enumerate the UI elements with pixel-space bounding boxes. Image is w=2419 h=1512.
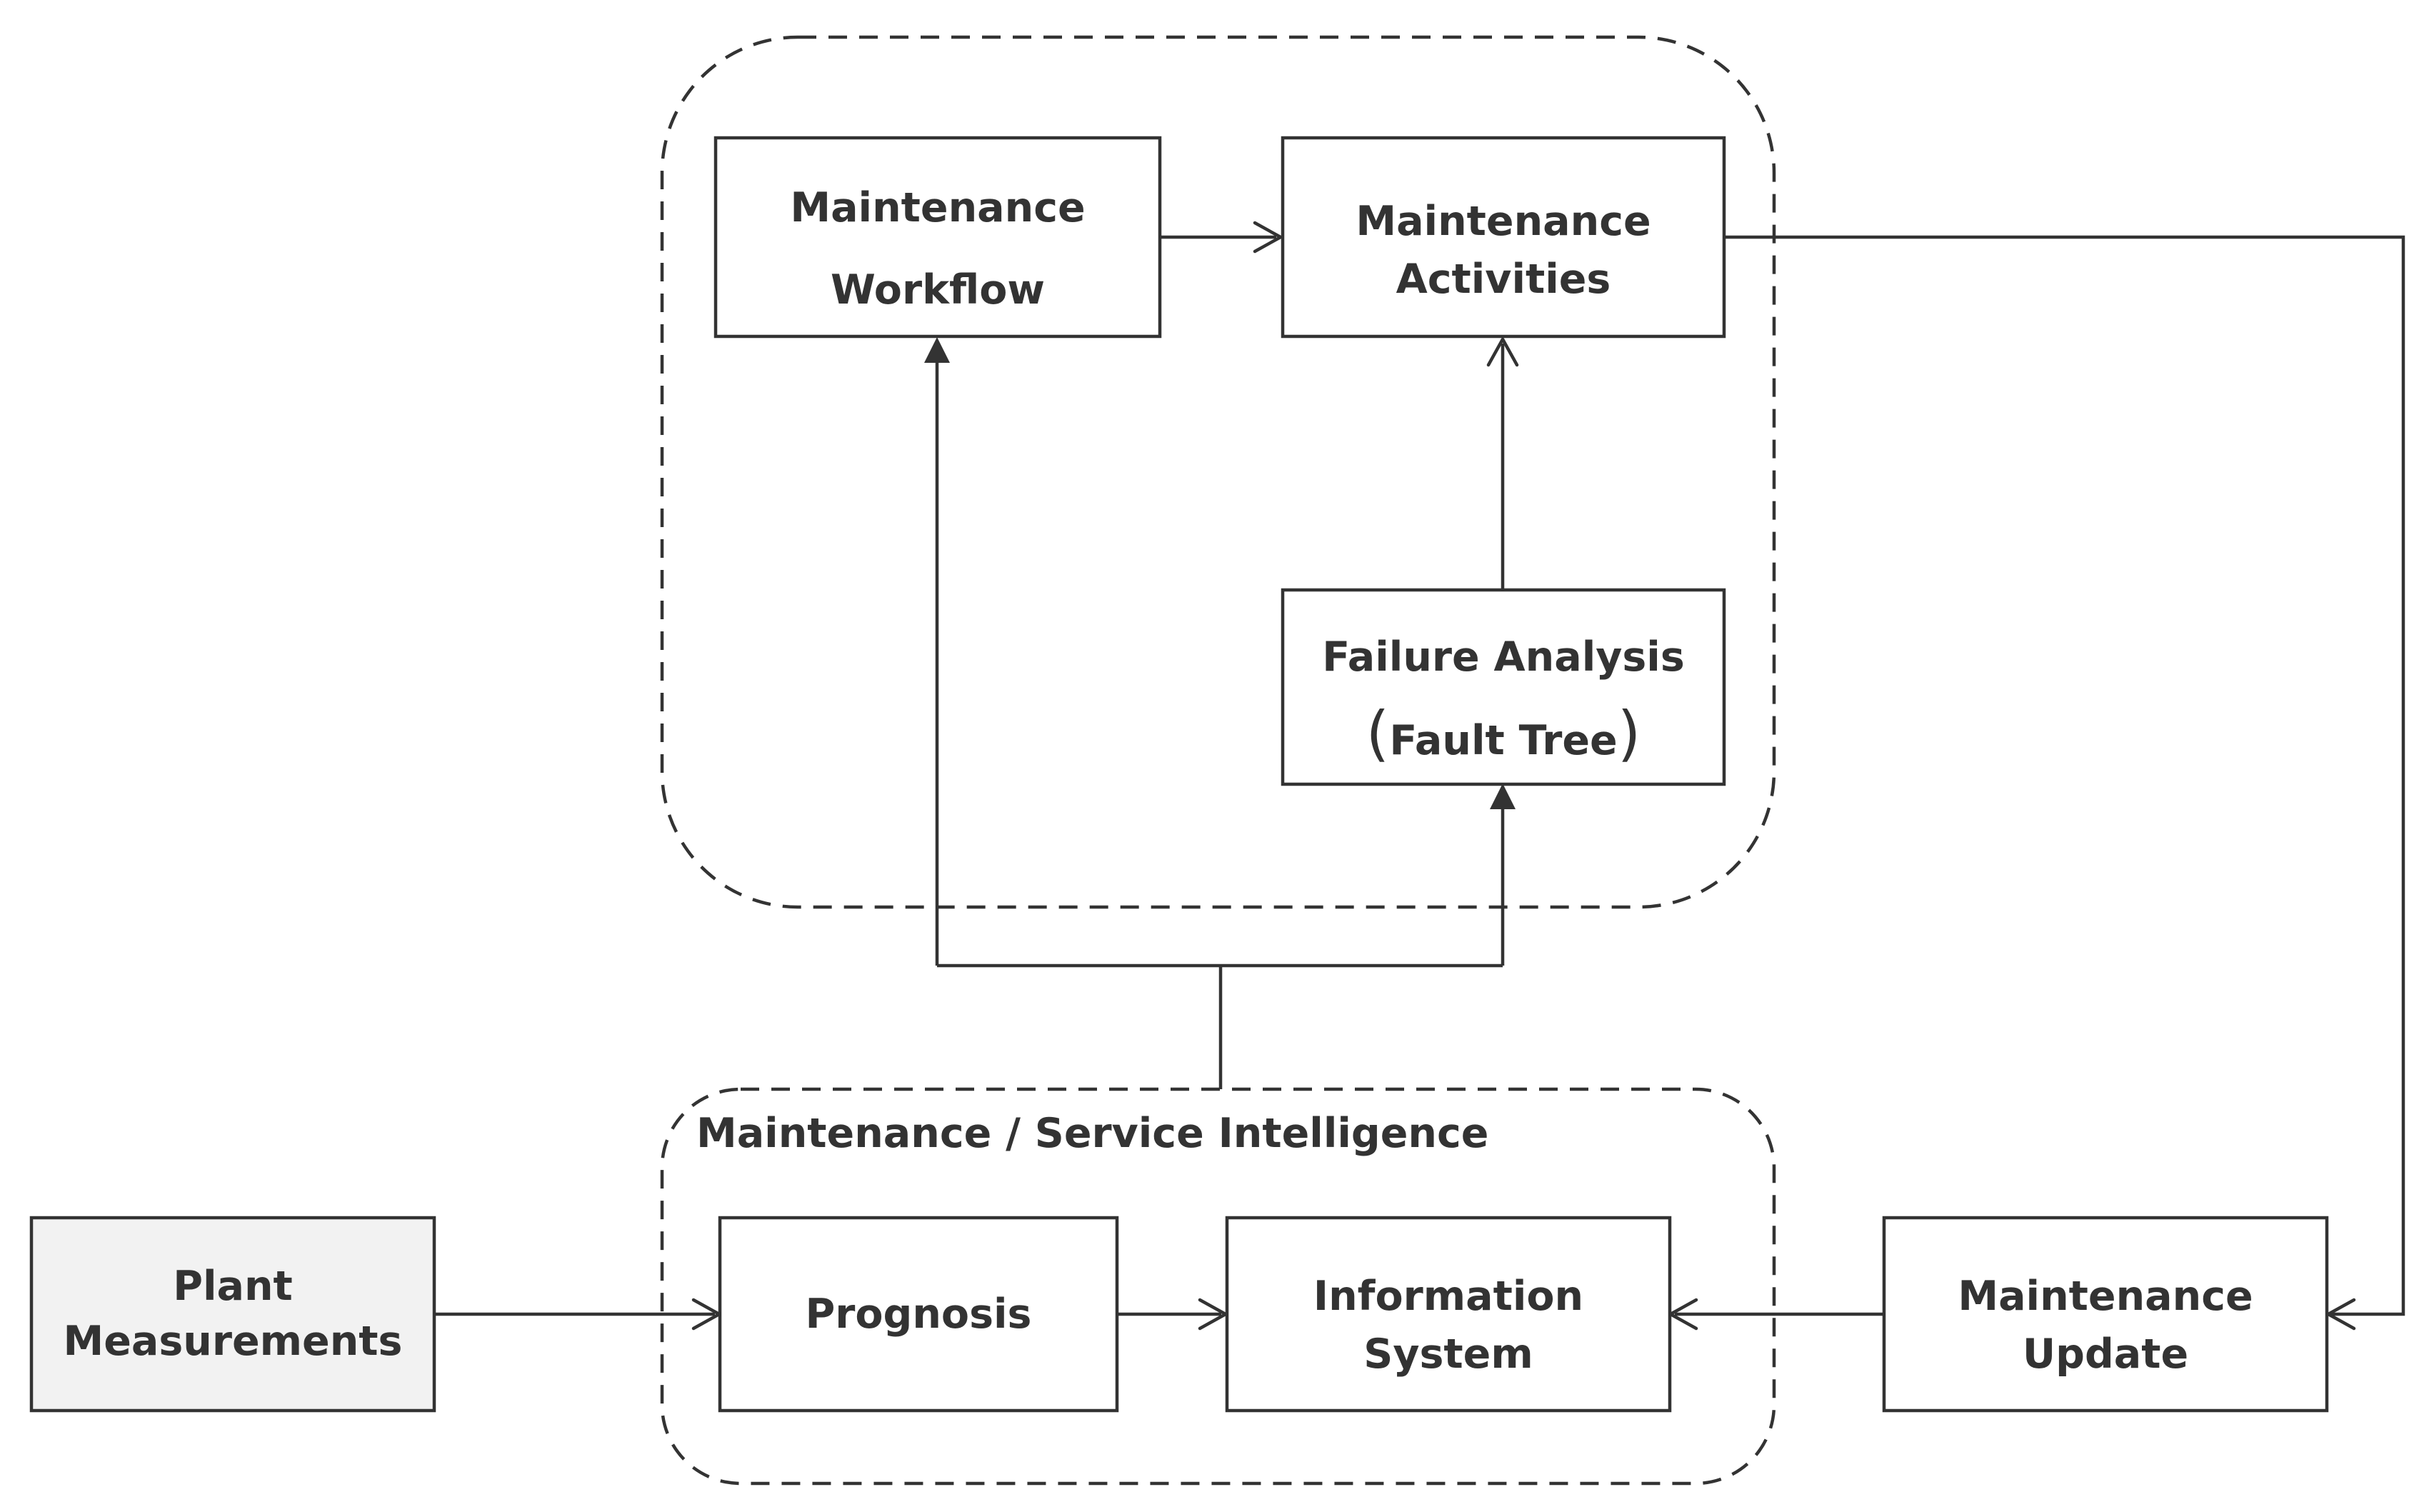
node-label-line: Maintenance <box>1958 1273 2253 1320</box>
upper-group-container <box>660 35 1776 909</box>
node-label-line: Plant <box>173 1263 293 1310</box>
node-prognosis: Prognosis <box>718 1216 1119 1413</box>
node-label-line: Maintenance <box>1356 198 1651 245</box>
node-maintenance-workflow: Maintenance Workflow <box>713 136 1162 339</box>
node-label-line: Failure Analysis <box>1322 634 1685 681</box>
node-label-line: Measurements <box>64 1318 403 1365</box>
node-label-line: Workflow <box>831 266 1045 314</box>
node-maintenance-update: Maintenance Update <box>1882 1216 2329 1413</box>
node-maintenance-activities: Maintenance Activities <box>1281 136 1726 339</box>
service-intelligence-group <box>660 1087 1776 1486</box>
node-information-system: Information System <box>1225 1216 1672 1413</box>
service-intelligence-label: Maintenance / Service Intelligence <box>696 1110 1488 1157</box>
node-label-line: (Fault Tree) <box>1366 699 1641 768</box>
arrowhead-failure-solid <box>1490 783 1516 809</box>
node-plant-measurements: Plant Measurements <box>29 1216 436 1413</box>
node-label-line: Update <box>2023 1331 2188 1378</box>
node-label-line: Maintenance <box>790 184 1085 231</box>
arrowhead-activities-bottom <box>1486 337 1519 367</box>
node-label-line: Prognosis <box>806 1291 1032 1338</box>
node-label-line: Activities <box>1396 256 1611 303</box>
arrowhead-workflow-solid <box>924 337 950 363</box>
arrowhead-activities-left <box>1253 221 1283 254</box>
node-label-line: Information <box>1313 1273 1583 1320</box>
edge-intelligence-split <box>935 361 1505 1089</box>
edge-activities-to-update <box>1724 235 2405 1316</box>
node-label-line: System <box>1363 1331 1533 1378</box>
node-failure-analysis: Failure Analysis (Fault Tree) <box>1281 588 1726 786</box>
